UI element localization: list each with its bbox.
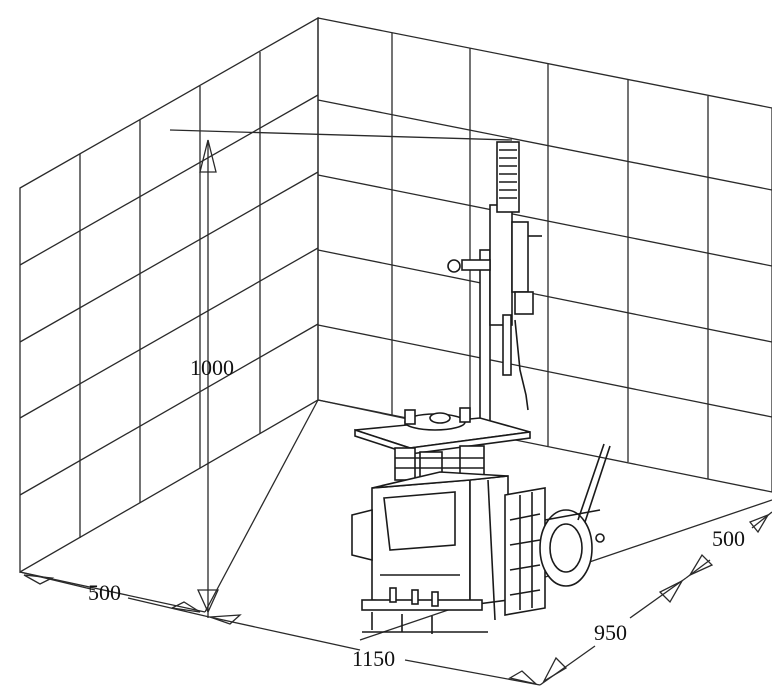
bead-breaker bbox=[539, 443, 611, 587]
height-label: 1000 bbox=[190, 355, 234, 380]
back-wall-grid bbox=[317, 17, 772, 493]
left-depth-dimension-line bbox=[19, 571, 206, 617]
right-offset-label: 500 bbox=[712, 526, 745, 551]
left-wall-grid bbox=[19, 16, 319, 574]
machine-cabinet bbox=[351, 471, 509, 633]
right-depth-dimension-line bbox=[539, 577, 687, 686]
side-cage bbox=[504, 487, 546, 616]
front-width-dimension-line bbox=[204, 614, 541, 686]
front-width-label: 1150 bbox=[352, 646, 395, 671]
right-depth-label: 950 bbox=[594, 620, 627, 645]
tire-changer-machine bbox=[351, 141, 611, 634]
left-depth-label: 500 bbox=[88, 580, 121, 605]
vertical-column bbox=[447, 141, 542, 431]
turntable bbox=[354, 407, 531, 456]
height-dimension-line bbox=[169, 129, 513, 618]
right-offset-dimension-line bbox=[685, 511, 772, 579]
foot-pedals bbox=[371, 612, 433, 634]
